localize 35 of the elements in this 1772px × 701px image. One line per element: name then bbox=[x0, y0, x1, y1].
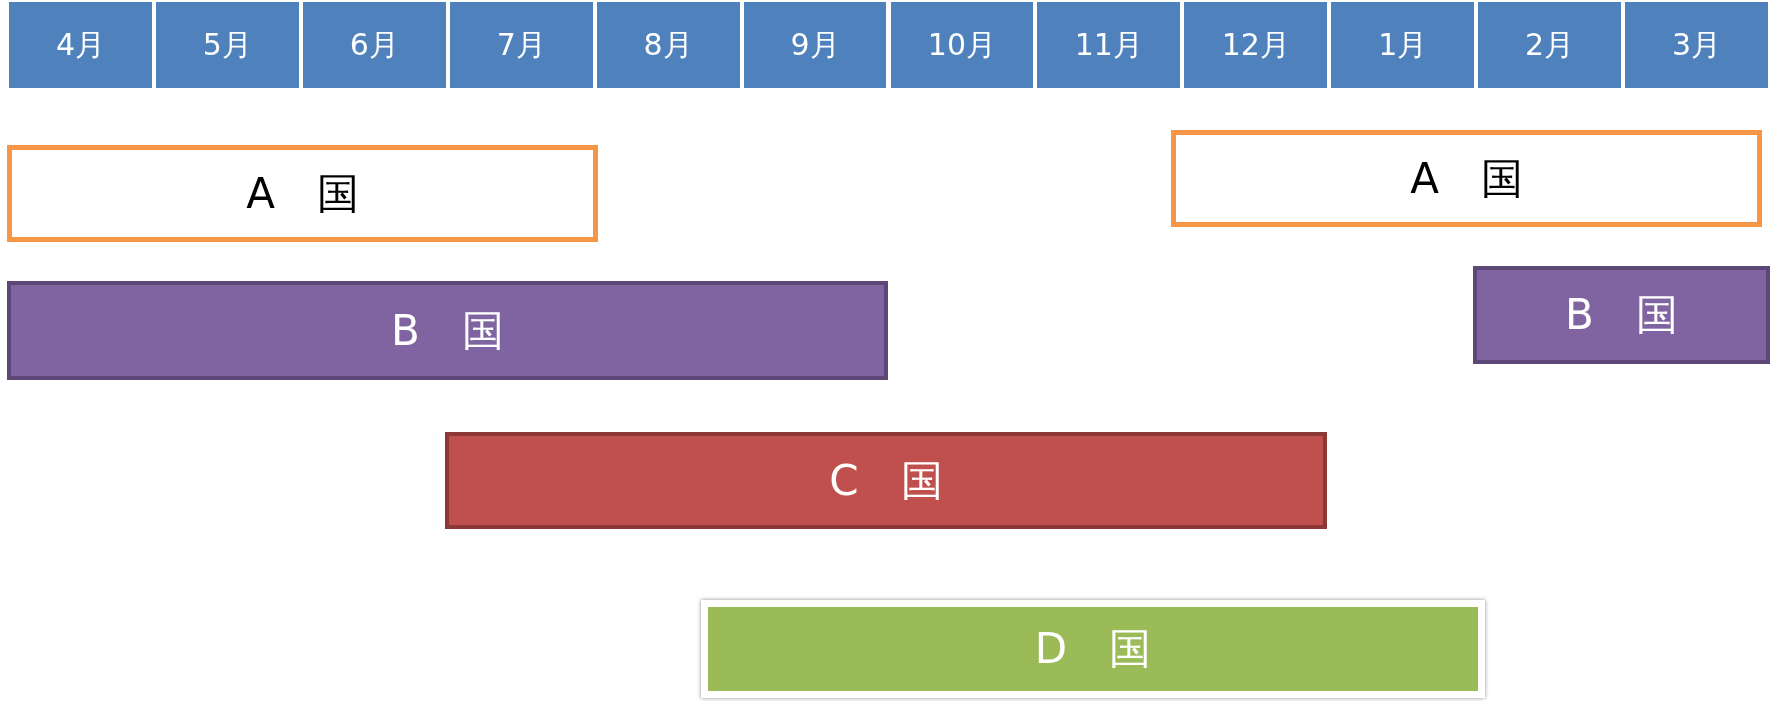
month-cell bbox=[153, 0, 301, 90]
month-label: 11月 bbox=[1074, 25, 1143, 64]
month-label: 10月 bbox=[927, 25, 997, 64]
month-label: 8月 bbox=[643, 25, 693, 64]
month-cell bbox=[1182, 0, 1330, 90]
period-bar bbox=[7, 145, 598, 242]
month-label: 1月 bbox=[1378, 25, 1428, 64]
period-bar bbox=[445, 432, 1327, 529]
month-cell bbox=[888, 0, 1036, 90]
period-bar bbox=[7, 281, 888, 380]
country-label: A 国 bbox=[1410, 152, 1523, 205]
country-label: D 国 bbox=[1034, 623, 1152, 675]
country-label: B 国 bbox=[391, 304, 504, 357]
month-cell bbox=[7, 0, 154, 90]
month-cell bbox=[1623, 0, 1770, 90]
country-label: A 国 bbox=[246, 167, 359, 220]
month-cell bbox=[1329, 0, 1477, 90]
month-cell bbox=[1476, 0, 1624, 90]
period-bar bbox=[1171, 130, 1762, 227]
country-label: C 国 bbox=[829, 454, 943, 507]
month-label: 9月 bbox=[790, 25, 840, 64]
month-label: 3月 bbox=[1672, 25, 1722, 64]
country-label: B 国 bbox=[1565, 289, 1678, 341]
month-label: 6月 bbox=[349, 25, 399, 64]
month-cell bbox=[300, 0, 448, 90]
month-label: 12月 bbox=[1221, 25, 1290, 64]
month-cell bbox=[594, 0, 742, 90]
period-bar bbox=[1473, 266, 1770, 364]
month-label: 2月 bbox=[1525, 25, 1575, 64]
month-label: 5月 bbox=[202, 25, 252, 64]
month-cell bbox=[447, 0, 595, 90]
month-label: 7月 bbox=[496, 25, 546, 64]
month-cell bbox=[1035, 0, 1183, 90]
month-cell bbox=[741, 0, 889, 90]
month-label: 4月 bbox=[55, 25, 105, 64]
